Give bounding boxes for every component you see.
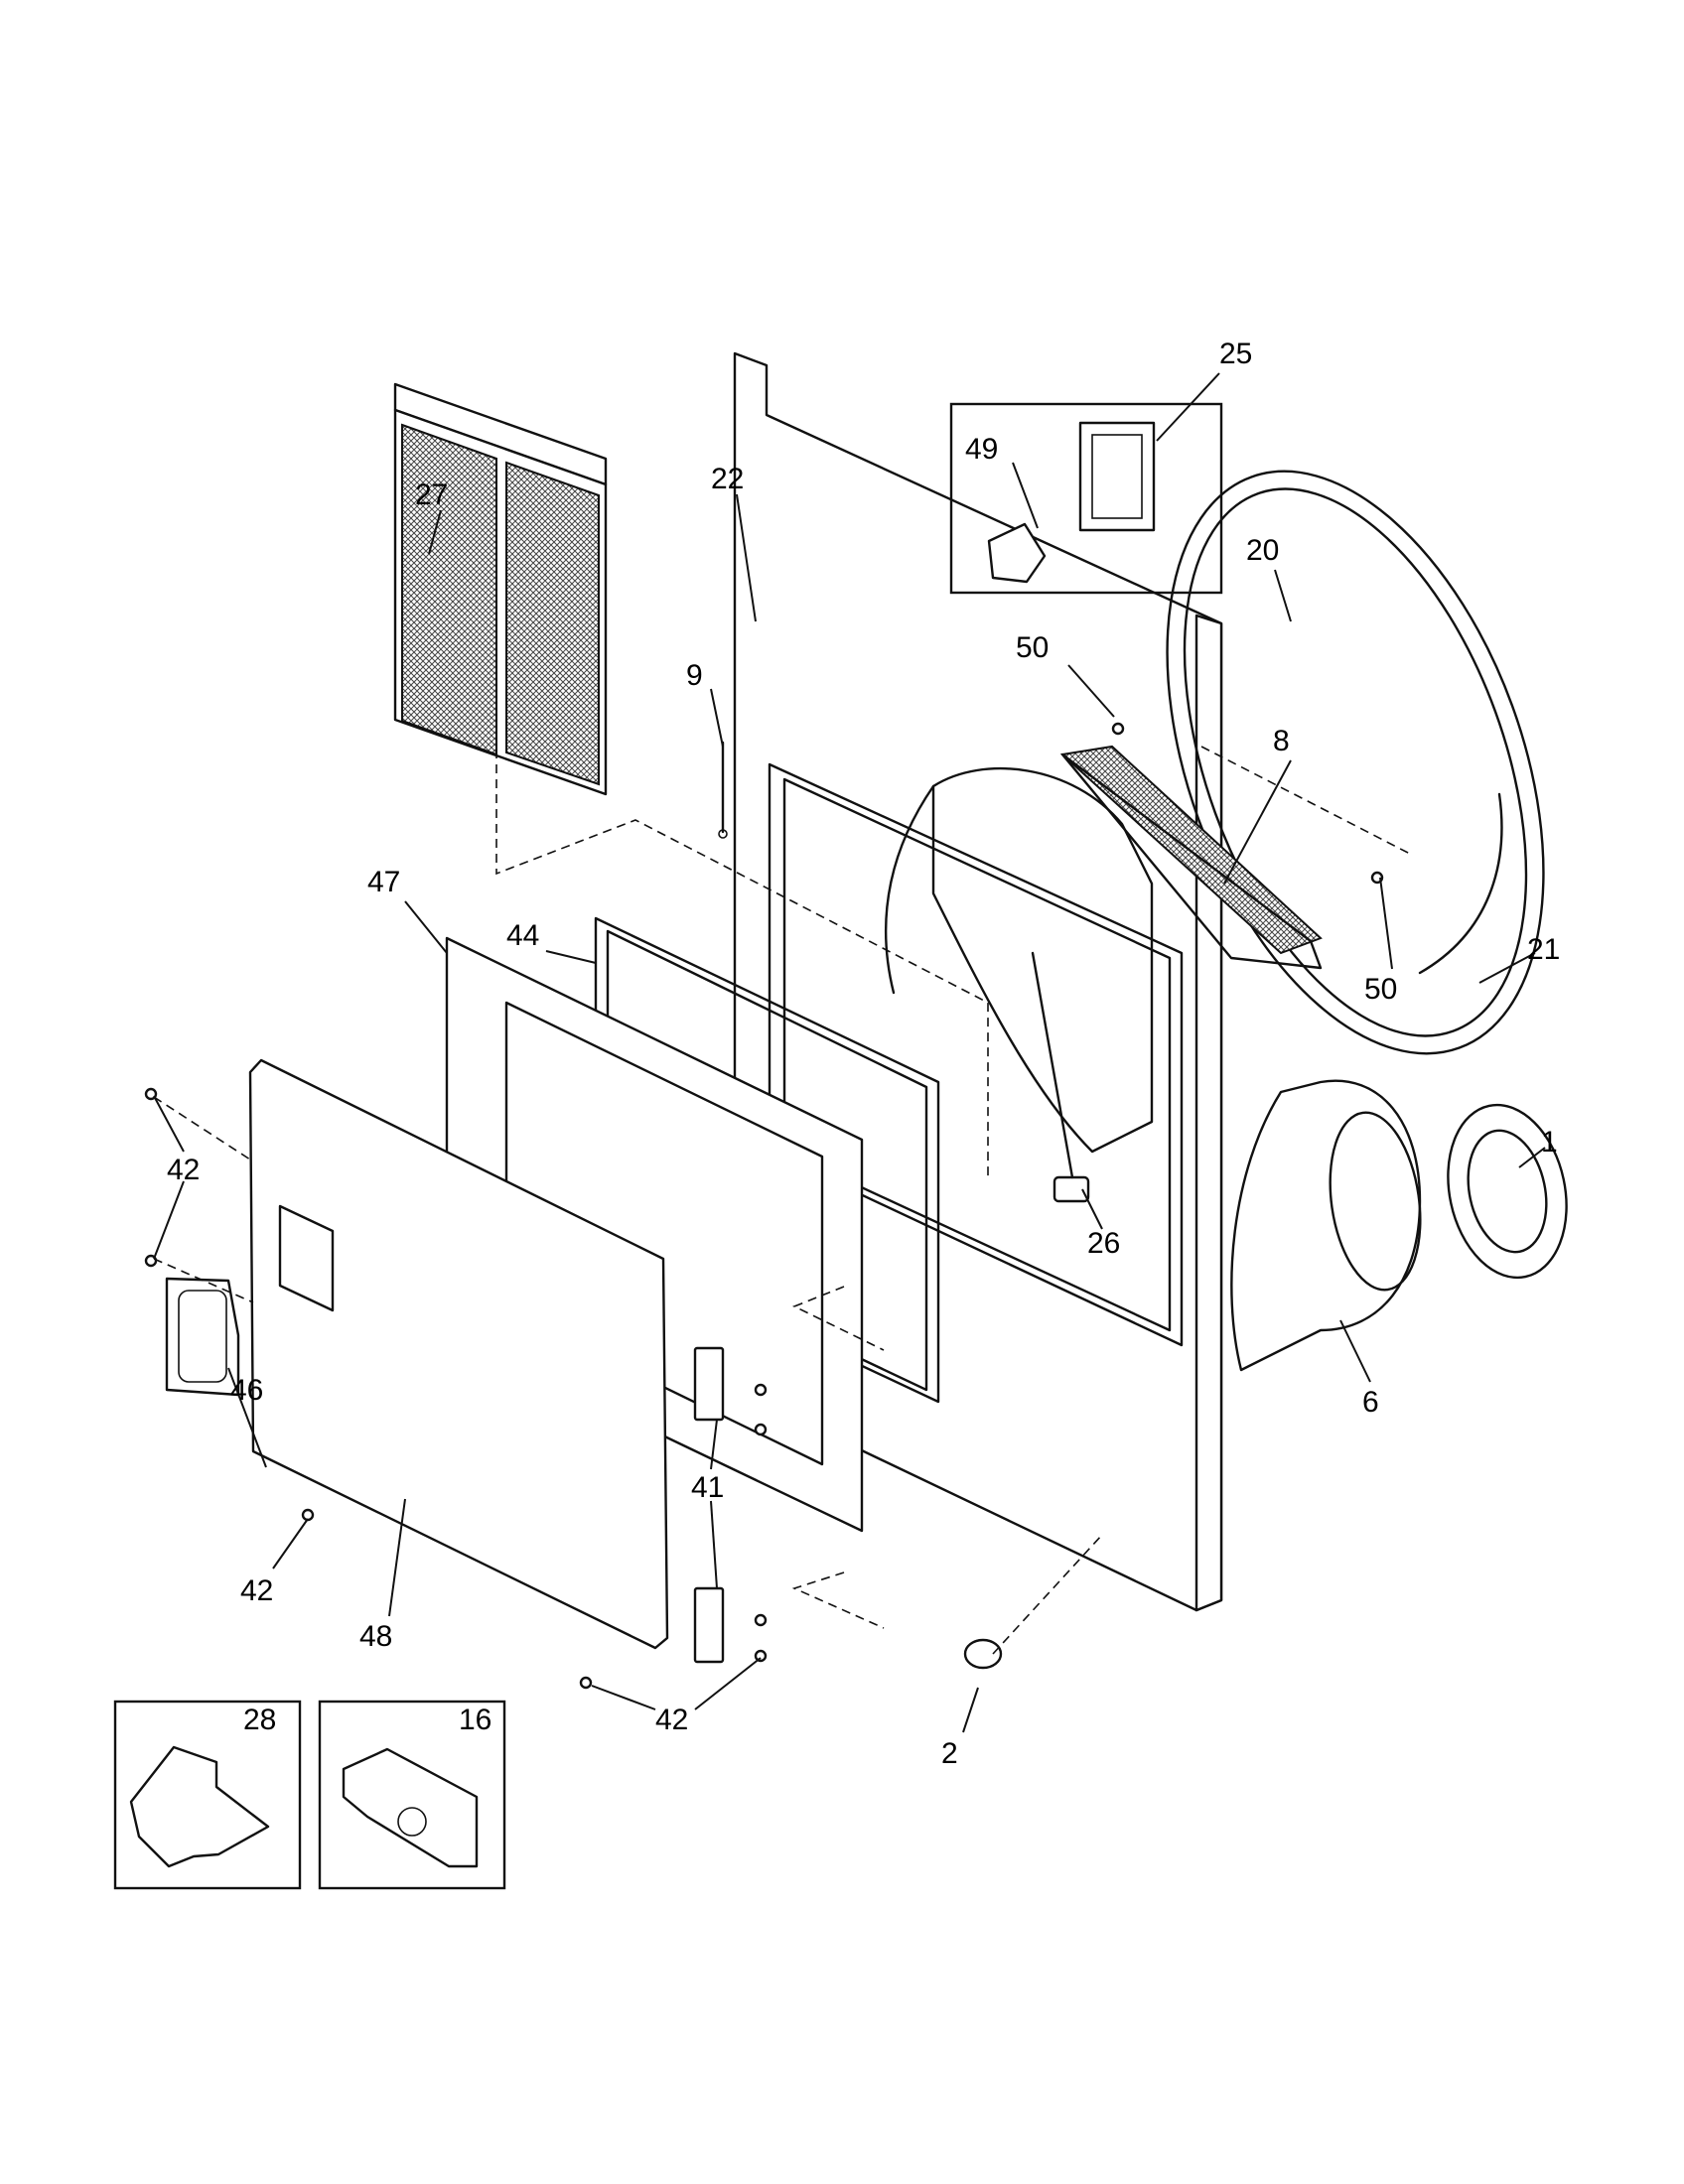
leader-lines [153,372,1546,1733]
part-door-switch [1031,951,1090,1203]
part-door-handle [165,1277,240,1397]
callout-50a: 50 [1016,631,1049,664]
part-screws [144,722,1384,1690]
part-21-arc [1418,792,1503,975]
callout-42b: 42 [240,1574,273,1607]
inset-box-16 [318,1700,506,1890]
callout-21: 21 [1527,933,1560,966]
callout-42a: 42 [167,1154,200,1186]
part-exhaust-ring [1447,1103,1568,1280]
part-duct [1230,1079,1422,1372]
callout-50b: 50 [1364,973,1397,1006]
callout-25: 25 [1219,338,1252,370]
part-drum-duct [884,766,1154,1154]
callout-48: 48 [359,1620,392,1653]
callout-49: 49 [965,433,998,466]
callout-6: 6 [1362,1386,1379,1419]
part-hinges [693,1346,725,1664]
callout-42c: 42 [655,1704,688,1736]
callout-16: 16 [459,1704,491,1736]
callout-44: 44 [506,919,539,952]
part-front-rail [1059,745,1323,970]
part-lint-filter [393,382,608,796]
part-drum-seal [1166,470,1545,1055]
callout-2: 2 [941,1737,958,1770]
dashed-lines [153,735,1411,1655]
callout-labels: 27 22 9 49 25 20 50 8 50 21 47 44 1 26 4… [167,338,1560,1770]
part-pin [718,741,728,839]
callout-22: 22 [711,463,744,495]
callout-28: 28 [243,1704,276,1736]
callout-1: 1 [1541,1126,1558,1159]
callout-46: 46 [230,1374,263,1407]
callout-20: 20 [1246,534,1279,567]
callout-41: 41 [691,1471,724,1504]
part-outer-door [248,1058,669,1650]
inset-box-49-25 [949,402,1223,595]
callout-27: 27 [415,478,448,511]
part-foot [963,1638,1003,1670]
callout-9: 9 [686,659,703,692]
callout-26: 26 [1087,1227,1120,1260]
callout-47: 47 [367,866,400,898]
callout-8: 8 [1273,725,1290,757]
inset-box-28 [113,1700,302,1890]
